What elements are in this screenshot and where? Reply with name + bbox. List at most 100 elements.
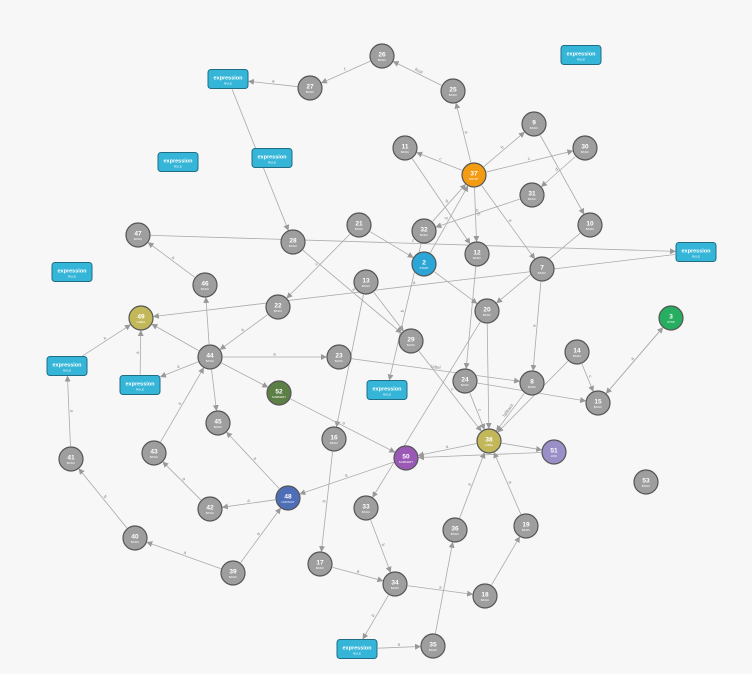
rule-box[interactable] xyxy=(157,152,199,172)
rule-box[interactable] xyxy=(251,148,293,168)
node-circle[interactable] xyxy=(519,182,545,208)
node-circle[interactable] xyxy=(369,43,395,69)
node-circle[interactable] xyxy=(658,305,684,331)
node-circle[interactable] xyxy=(197,496,223,522)
node-circle[interactable] xyxy=(307,551,333,577)
node-circle[interactable] xyxy=(275,485,301,511)
node-circle[interactable] xyxy=(321,426,347,452)
node-circle[interactable] xyxy=(220,560,246,586)
rule-box[interactable] xyxy=(366,380,408,400)
node-circle[interactable] xyxy=(393,445,419,471)
node-circle[interactable] xyxy=(541,439,567,465)
node-circle[interactable] xyxy=(564,339,590,365)
node-circle[interactable] xyxy=(141,440,167,466)
node-circle[interactable] xyxy=(577,212,603,238)
rule-box[interactable] xyxy=(51,262,93,282)
rule-box[interactable] xyxy=(560,45,602,65)
node-circle[interactable] xyxy=(192,272,218,298)
node-circle[interactable] xyxy=(122,525,148,551)
node-circle[interactable] xyxy=(58,446,84,472)
node-circle[interactable] xyxy=(353,495,379,521)
node-circle[interactable] xyxy=(472,583,498,609)
node-circle[interactable] xyxy=(280,229,306,255)
node-circle[interactable] xyxy=(476,428,502,454)
node-circle[interactable] xyxy=(452,368,478,394)
node-circle[interactable] xyxy=(572,135,598,161)
rule-box[interactable] xyxy=(675,242,717,262)
node-circle[interactable] xyxy=(442,517,468,543)
node-circle[interactable] xyxy=(519,370,545,396)
node-circle[interactable] xyxy=(266,380,292,406)
node-circle[interactable] xyxy=(585,390,611,416)
node-circle[interactable] xyxy=(128,305,154,331)
node-circle[interactable] xyxy=(205,410,231,436)
node-circle[interactable] xyxy=(392,135,418,161)
node-circle[interactable] xyxy=(521,111,547,137)
node-circle[interactable] xyxy=(440,78,466,104)
node-circle[interactable] xyxy=(461,162,487,188)
rule-box[interactable] xyxy=(336,639,378,659)
node-circle[interactable] xyxy=(474,298,500,324)
node-circle[interactable] xyxy=(411,218,437,244)
node-circle[interactable] xyxy=(633,469,659,495)
node-circle[interactable] xyxy=(297,75,323,101)
node-circle[interactable] xyxy=(398,328,424,354)
node-circle[interactable] xyxy=(197,344,223,370)
node-circle[interactable] xyxy=(346,212,372,238)
rule-box[interactable] xyxy=(119,375,161,395)
node-circle[interactable] xyxy=(513,513,539,539)
